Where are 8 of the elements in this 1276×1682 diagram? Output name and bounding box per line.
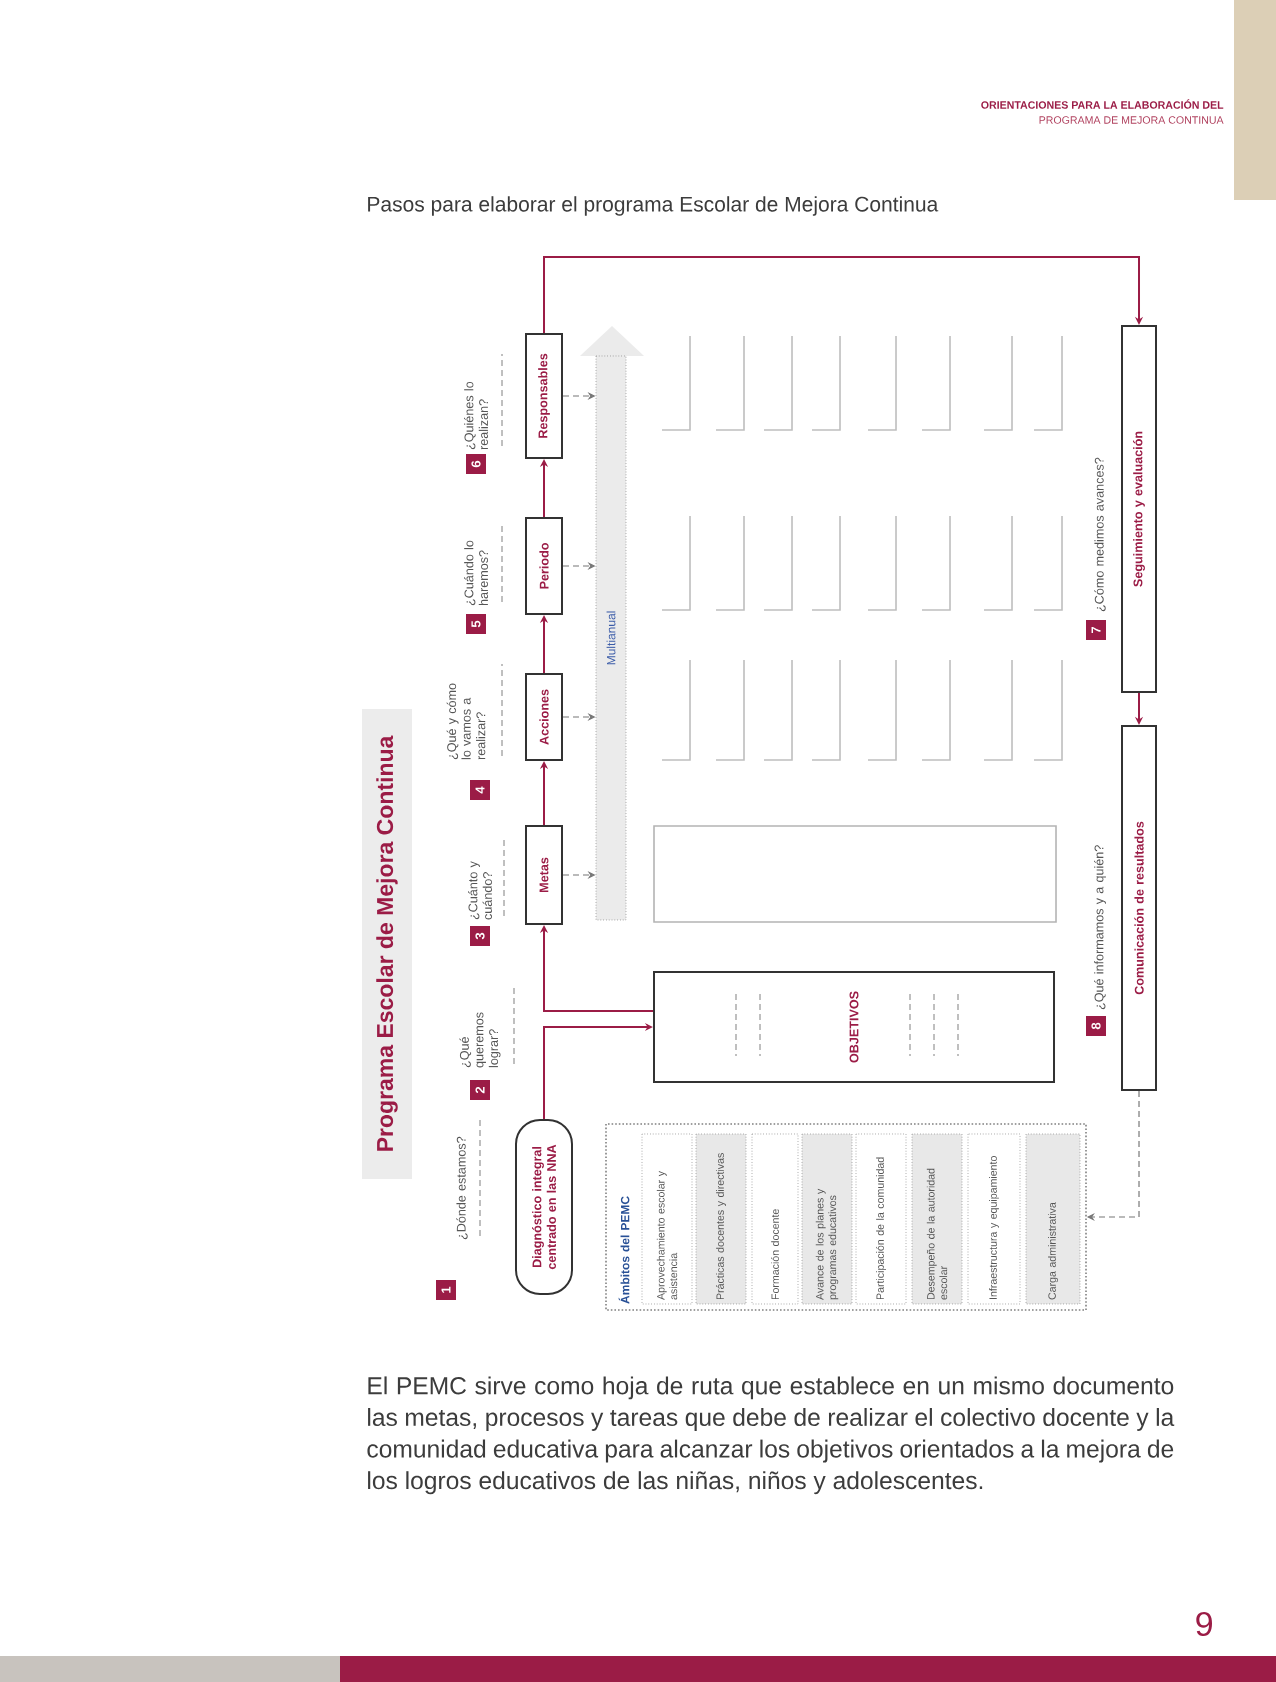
- arrow: [543, 1022, 653, 1120]
- empty-box: [653, 825, 1057, 923]
- page-number: 9: [1196, 1611, 1212, 1637]
- arrow: [539, 925, 654, 1012]
- page-title: Pasos para elaborar el programa Escolar de Mejora Continua: [368, 196, 939, 216]
- diagram-heading: Programa Escolar de Mejora Continua: [362, 709, 412, 1179]
- caption-text: El PEMC sirve como hoja de ruta que establece en un mismo documento las metas, procesos y tareas que debe de realizar el colectivo docente y la comunidad educativa para alcanzar los objetivos orientados a la mejora de los logros educativos de las niñas, niños y adolescentes.: [367, 1376, 1175, 1495]
- arrow: [543, 256, 1144, 334]
